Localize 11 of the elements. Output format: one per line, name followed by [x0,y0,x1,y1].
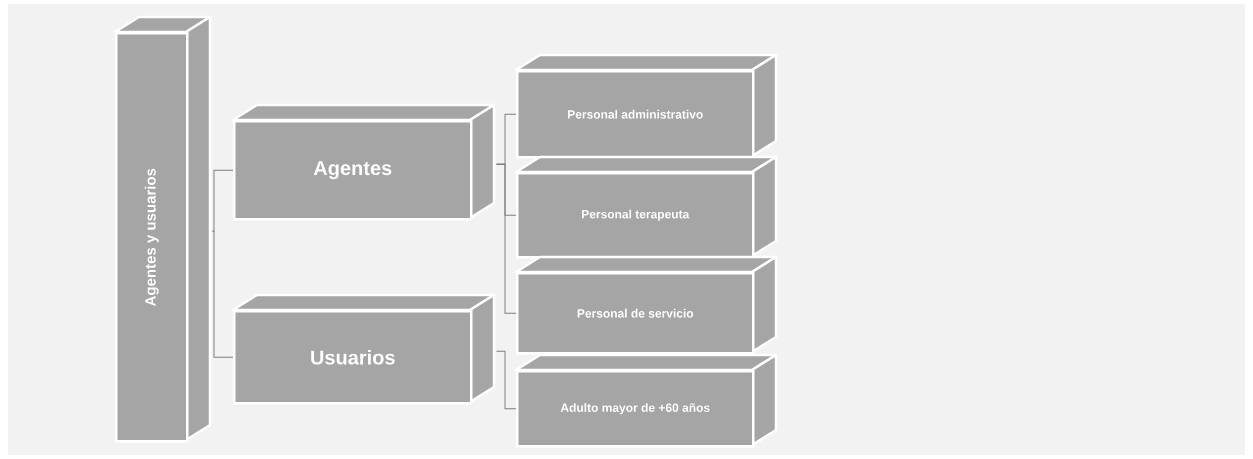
box-3d: Agentes y usuarios [113,15,212,443]
box-3d: Usuarios [231,293,496,405]
connector-line [496,163,517,314]
box-3d: Personal terapeuta [514,155,778,259]
box-3d: Adulto mayor de +60 años [514,353,778,448]
box-3d: Personal administrativo [514,53,778,159]
box-3d: Personal de servicio [514,255,778,355]
connector-line [496,350,517,410]
box-3d: Agentes [231,103,496,221]
connector-line [212,169,234,232]
connector-line [212,230,234,358]
